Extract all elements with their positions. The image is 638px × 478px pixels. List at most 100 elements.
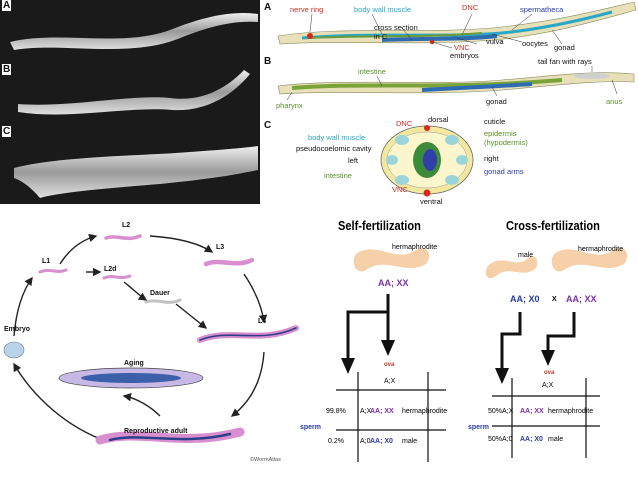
cross-row1-result: AA; XX — [520, 408, 544, 415]
label-gonad-arms: gonad arms — [484, 167, 524, 176]
cross-section-vnc — [423, 189, 431, 197]
cross-fert-arrows — [500, 312, 576, 370]
self-fert-arrows — [346, 294, 390, 360]
stage-dauer: Dauer — [150, 290, 170, 297]
anatomy-figure: A B C nerve ring body wall muscle DNC sp… — [262, 0, 638, 210]
cross-row2-geno: A;0 — [502, 436, 513, 443]
cross-row2-sex: male — [548, 436, 564, 443]
anatomy-drawing — [277, 1, 637, 197]
self-row1-geno: A;X — [360, 408, 372, 415]
ova-arrowhead — [381, 340, 395, 356]
muscle-quadrant-6 — [445, 175, 459, 185]
self-genotype: AA; XX — [378, 278, 409, 288]
aging-worm-gonad — [81, 373, 181, 383]
cross-row1-pct: 50% — [488, 408, 503, 415]
cross-hermaphrodite-worm — [551, 248, 628, 272]
self-row2-pct: 0.2% — [328, 438, 344, 445]
label-left: left — [348, 156, 359, 165]
sem-worm-b — [18, 70, 250, 115]
sem-letter-b: B — [2, 64, 12, 75]
stage-adult: Reproductive adult — [124, 428, 188, 435]
worm-b-gonad — [421, 82, 533, 92]
tail-fan — [574, 73, 610, 79]
cross-fert-drawing — [485, 248, 628, 458]
label-cuticle: cuticle — [484, 117, 506, 126]
lifecycle-drawing — [3, 233, 299, 445]
label-dnc-a: DNC — [462, 3, 479, 12]
self-hermaphrodite-worm — [353, 248, 430, 272]
label-in-c: in C — [374, 32, 388, 41]
self-row2-sex: male — [402, 438, 418, 445]
cross-row1-geno: A;X — [502, 408, 514, 415]
anatomy-letter-b: B — [264, 56, 272, 67]
label-body-wall-muscle-c: body wall muscle — [308, 133, 366, 142]
muscle-quadrant-1 — [395, 135, 409, 145]
self-fertilization-figure: Self-fertilization hermaphrodite AA; XX … — [296, 212, 466, 478]
label-gonad-a: gonad — [554, 43, 575, 52]
cross-row1-sex: hermaphrodite — [548, 408, 594, 415]
label-dnc-c: DNC — [396, 119, 413, 128]
nerve-ring-marker — [307, 33, 313, 39]
worm-a-intestine — [306, 32, 483, 39]
cross-ova-genotype: A;X — [542, 382, 554, 389]
muscle-quadrant-3 — [386, 155, 398, 165]
sem-worm-c — [14, 146, 258, 198]
self-ova-label: ova — [384, 362, 395, 368]
sperm-arrowhead — [341, 358, 355, 374]
self-fert-title: Self-fertilization — [338, 218, 421, 233]
stage-embryo: Embryo — [4, 326, 31, 333]
cross-male-label: male — [518, 252, 534, 259]
label-nerve-ring: nerve ring — [290, 5, 324, 14]
sem-panel-c — [0, 126, 260, 204]
lifecycle-credit: ©WormAtlas — [250, 457, 281, 463]
lifecycle-figure: L1 L2 L2d L3 Dauer L4 Aging Embryo Repro… — [0, 212, 300, 478]
self-hermaphrodite-label: hermaphrodite — [392, 244, 438, 251]
label-spermatheca: spermatheca — [520, 5, 564, 14]
stage-l3: L3 — [216, 244, 225, 251]
cross-male-worm — [485, 255, 538, 279]
label-embryos: embryos — [450, 51, 479, 60]
muscle-quadrant-2 — [445, 135, 459, 145]
self-row2-geno: A;0 — [360, 438, 371, 445]
label-ventral: ventral — [420, 197, 443, 206]
self-ova-genotype: A;X — [384, 378, 396, 385]
self-row1-sex: hermaphrodite — [402, 408, 448, 415]
label-right: right — [484, 154, 499, 163]
lifecycle-worms — [38, 234, 299, 445]
stage-l4: L4 — [258, 318, 267, 325]
label-pharynx: pharynx — [276, 101, 303, 110]
cross-hermaphrodite-label: hermaphrodite — [578, 246, 624, 253]
self-row2-result: AA; X0 — [370, 438, 393, 445]
stage-l1: L1 — [42, 258, 51, 265]
anatomy-leader-lines — [286, 13, 618, 101]
self-fert-drawing — [336, 248, 446, 462]
sem-letter-a: A — [2, 0, 12, 11]
label-cross-section: cross section — [374, 23, 418, 32]
sem-panel-b — [0, 64, 260, 126]
embryo-icon — [3, 341, 25, 359]
cross-row2-pct: 50% — [488, 436, 503, 443]
cross-symbol: X — [552, 296, 557, 303]
cross-herm-genotype: AA; XX — [566, 294, 597, 304]
label-vnc-a: VNC — [454, 43, 470, 52]
muscle-quadrant-4 — [456, 155, 468, 165]
worm-a-muscle — [301, 10, 613, 40]
label-gonad-b: gonad — [486, 97, 507, 106]
sem-panel-a — [0, 0, 260, 64]
label-dorsal: dorsal — [428, 115, 449, 124]
worm-a-body — [277, 1, 637, 45]
cross-sperm-label: sperm — [468, 424, 490, 431]
label-anus: anus — [606, 97, 623, 106]
label-pseudocoelomic: pseudocoelomic cavity — [296, 144, 372, 153]
label-tail-fan: tail fan with rays — [538, 57, 592, 66]
self-row1-result: AA; XX — [370, 408, 394, 415]
lifecycle-arrows — [13, 233, 268, 439]
cross-section-dnc — [424, 125, 430, 131]
cross-section-gonad — [423, 149, 437, 171]
cross-ova-arrowhead — [541, 350, 555, 366]
anatomy-letter-a: A — [264, 2, 272, 13]
cross-punnett-grid — [492, 378, 600, 458]
cross-ova-label: ova — [544, 370, 555, 376]
label-epidermis: epidermis — [484, 129, 517, 138]
worm-a-gonad — [381, 34, 498, 42]
